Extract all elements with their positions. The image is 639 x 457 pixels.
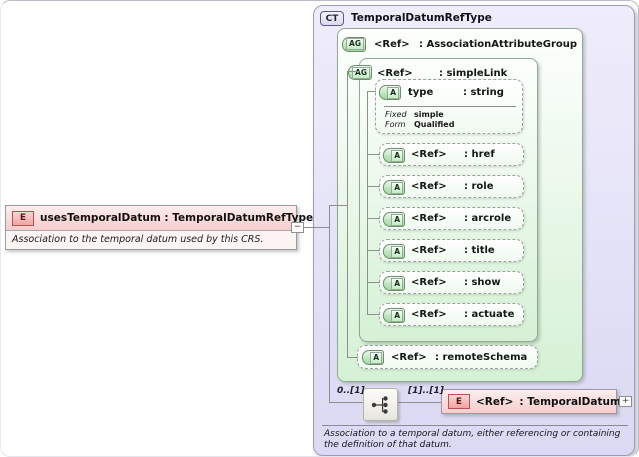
element-annotation: Association to the temporal datum used b…	[6, 230, 296, 248]
attribute-type-name: type	[408, 87, 434, 98]
connector-trunk-top-elbow	[329, 205, 348, 206]
connector-source-to-trunk	[304, 227, 329, 228]
attribute-type: : title	[464, 245, 495, 256]
attribute-ref: <Ref>	[411, 277, 447, 288]
connector-simplelink-trunk	[367, 91, 368, 315]
simplelink-group-icon: AG	[348, 65, 372, 80]
attribute-type: : role	[464, 181, 494, 192]
connector-attrgroup-trunk	[347, 71, 348, 358]
attribute-type: : remoteSchema	[435, 351, 528, 363]
attribute-ref: <Ref>	[411, 181, 447, 192]
attribute-ref: <Ref>	[411, 149, 447, 160]
complex-type-icon: CT	[320, 11, 344, 26]
attribute-type: : show	[464, 277, 501, 288]
attribute-role-box[interactable]: A <Ref> : role	[379, 175, 524, 198]
facet-form-value: Qualified	[414, 120, 455, 129]
attribute-icon: A	[383, 148, 405, 163]
connector-trunk-to-sequence	[329, 402, 363, 403]
element-icon: E	[12, 210, 34, 226]
connector-stub-remoteschema	[347, 357, 358, 358]
sequence-glyph	[371, 395, 388, 414]
attribute-icon: A	[383, 180, 405, 195]
attribute-ref: <Ref>	[411, 213, 447, 224]
attribute-icon: A	[383, 276, 405, 291]
element-ref: <Ref>	[476, 395, 514, 408]
attribute-group-icon: AG	[342, 36, 366, 52]
attribute-group-ref: <Ref>	[374, 38, 410, 50]
collapse-button[interactable]: −	[291, 222, 304, 233]
element-usestemporaldatum-box[interactable]: E usesTemporalDatum : TemporalDatumRefTy…	[5, 205, 313, 250]
connector-stub-actuate	[367, 314, 380, 315]
element-title: usesTemporalDatum : TemporalDatumRefType	[40, 212, 314, 224]
sequence-occurrence-label: 0..[1]	[337, 386, 365, 396]
attribute-icon: A	[379, 85, 401, 100]
connector-stub-type	[367, 91, 376, 92]
attribute-ref: <Ref>	[411, 309, 447, 320]
connector-stub-href	[367, 154, 380, 155]
complex-type-title: TemporalDatumRefType	[351, 12, 492, 24]
connector-stub-simplelink	[347, 71, 359, 72]
simplelink-ref: <Ref>	[377, 67, 413, 79]
facet-fixed-value: simple	[414, 110, 444, 119]
connector-sequence-to-element	[398, 402, 441, 403]
connector-trunk	[329, 205, 330, 403]
facet-divider	[384, 106, 516, 107]
facet-form-label: Form	[385, 120, 406, 129]
simplelink-type: : simpleLink	[439, 67, 508, 79]
attribute-ref: <Ref>	[391, 351, 427, 363]
complex-type-annotation-divider	[322, 425, 628, 426]
attribute-type-datatype: : string	[463, 87, 504, 98]
attribute-group-type: : AssociationAttributeGroup	[419, 38, 578, 50]
attribute-href-box[interactable]: A <Ref> : href	[379, 143, 524, 166]
attribute-type-box[interactable]: A type : string Fixed simple Form Qualif…	[375, 79, 523, 134]
attribute-type: : href	[464, 149, 495, 160]
connector-stub-arcrole	[367, 218, 380, 219]
connector-stub-title	[367, 250, 380, 251]
connector-stub-show	[367, 282, 380, 283]
attribute-title-box[interactable]: A <Ref> : title	[379, 239, 524, 262]
element-occurrence-label: [1]..[1]	[408, 386, 444, 396]
attribute-icon: A	[383, 212, 405, 227]
attribute-type: : actuate	[464, 309, 515, 320]
complex-type-annotation: Association to a temporal datum, either …	[324, 429, 621, 450]
element-temporaldatum-box[interactable]: E <Ref> : TemporalDatum	[441, 389, 621, 414]
element-type: : TemporalDatum	[519, 395, 621, 408]
sequence-icon[interactable]	[363, 388, 398, 421]
attribute-remoteschema-box[interactable]: A <Ref> : remoteSchema	[357, 345, 538, 369]
attribute-actuate-box[interactable]: A <Ref> : actuate	[379, 303, 524, 326]
attribute-show-box[interactable]: A <Ref> : show	[379, 271, 524, 294]
facet-fixed-label: Fixed	[385, 110, 407, 119]
expand-button[interactable]: +	[619, 396, 632, 407]
attribute-ref: <Ref>	[411, 245, 447, 256]
element-icon: E	[448, 394, 470, 409]
connector-stub-role	[367, 186, 380, 187]
attribute-icon: A	[362, 350, 384, 365]
attribute-icon: A	[383, 244, 405, 259]
attribute-type: : arcrole	[464, 213, 512, 224]
attribute-icon: A	[383, 308, 405, 323]
attribute-arcrole-box[interactable]: A <Ref> : arcrole	[379, 207, 524, 230]
